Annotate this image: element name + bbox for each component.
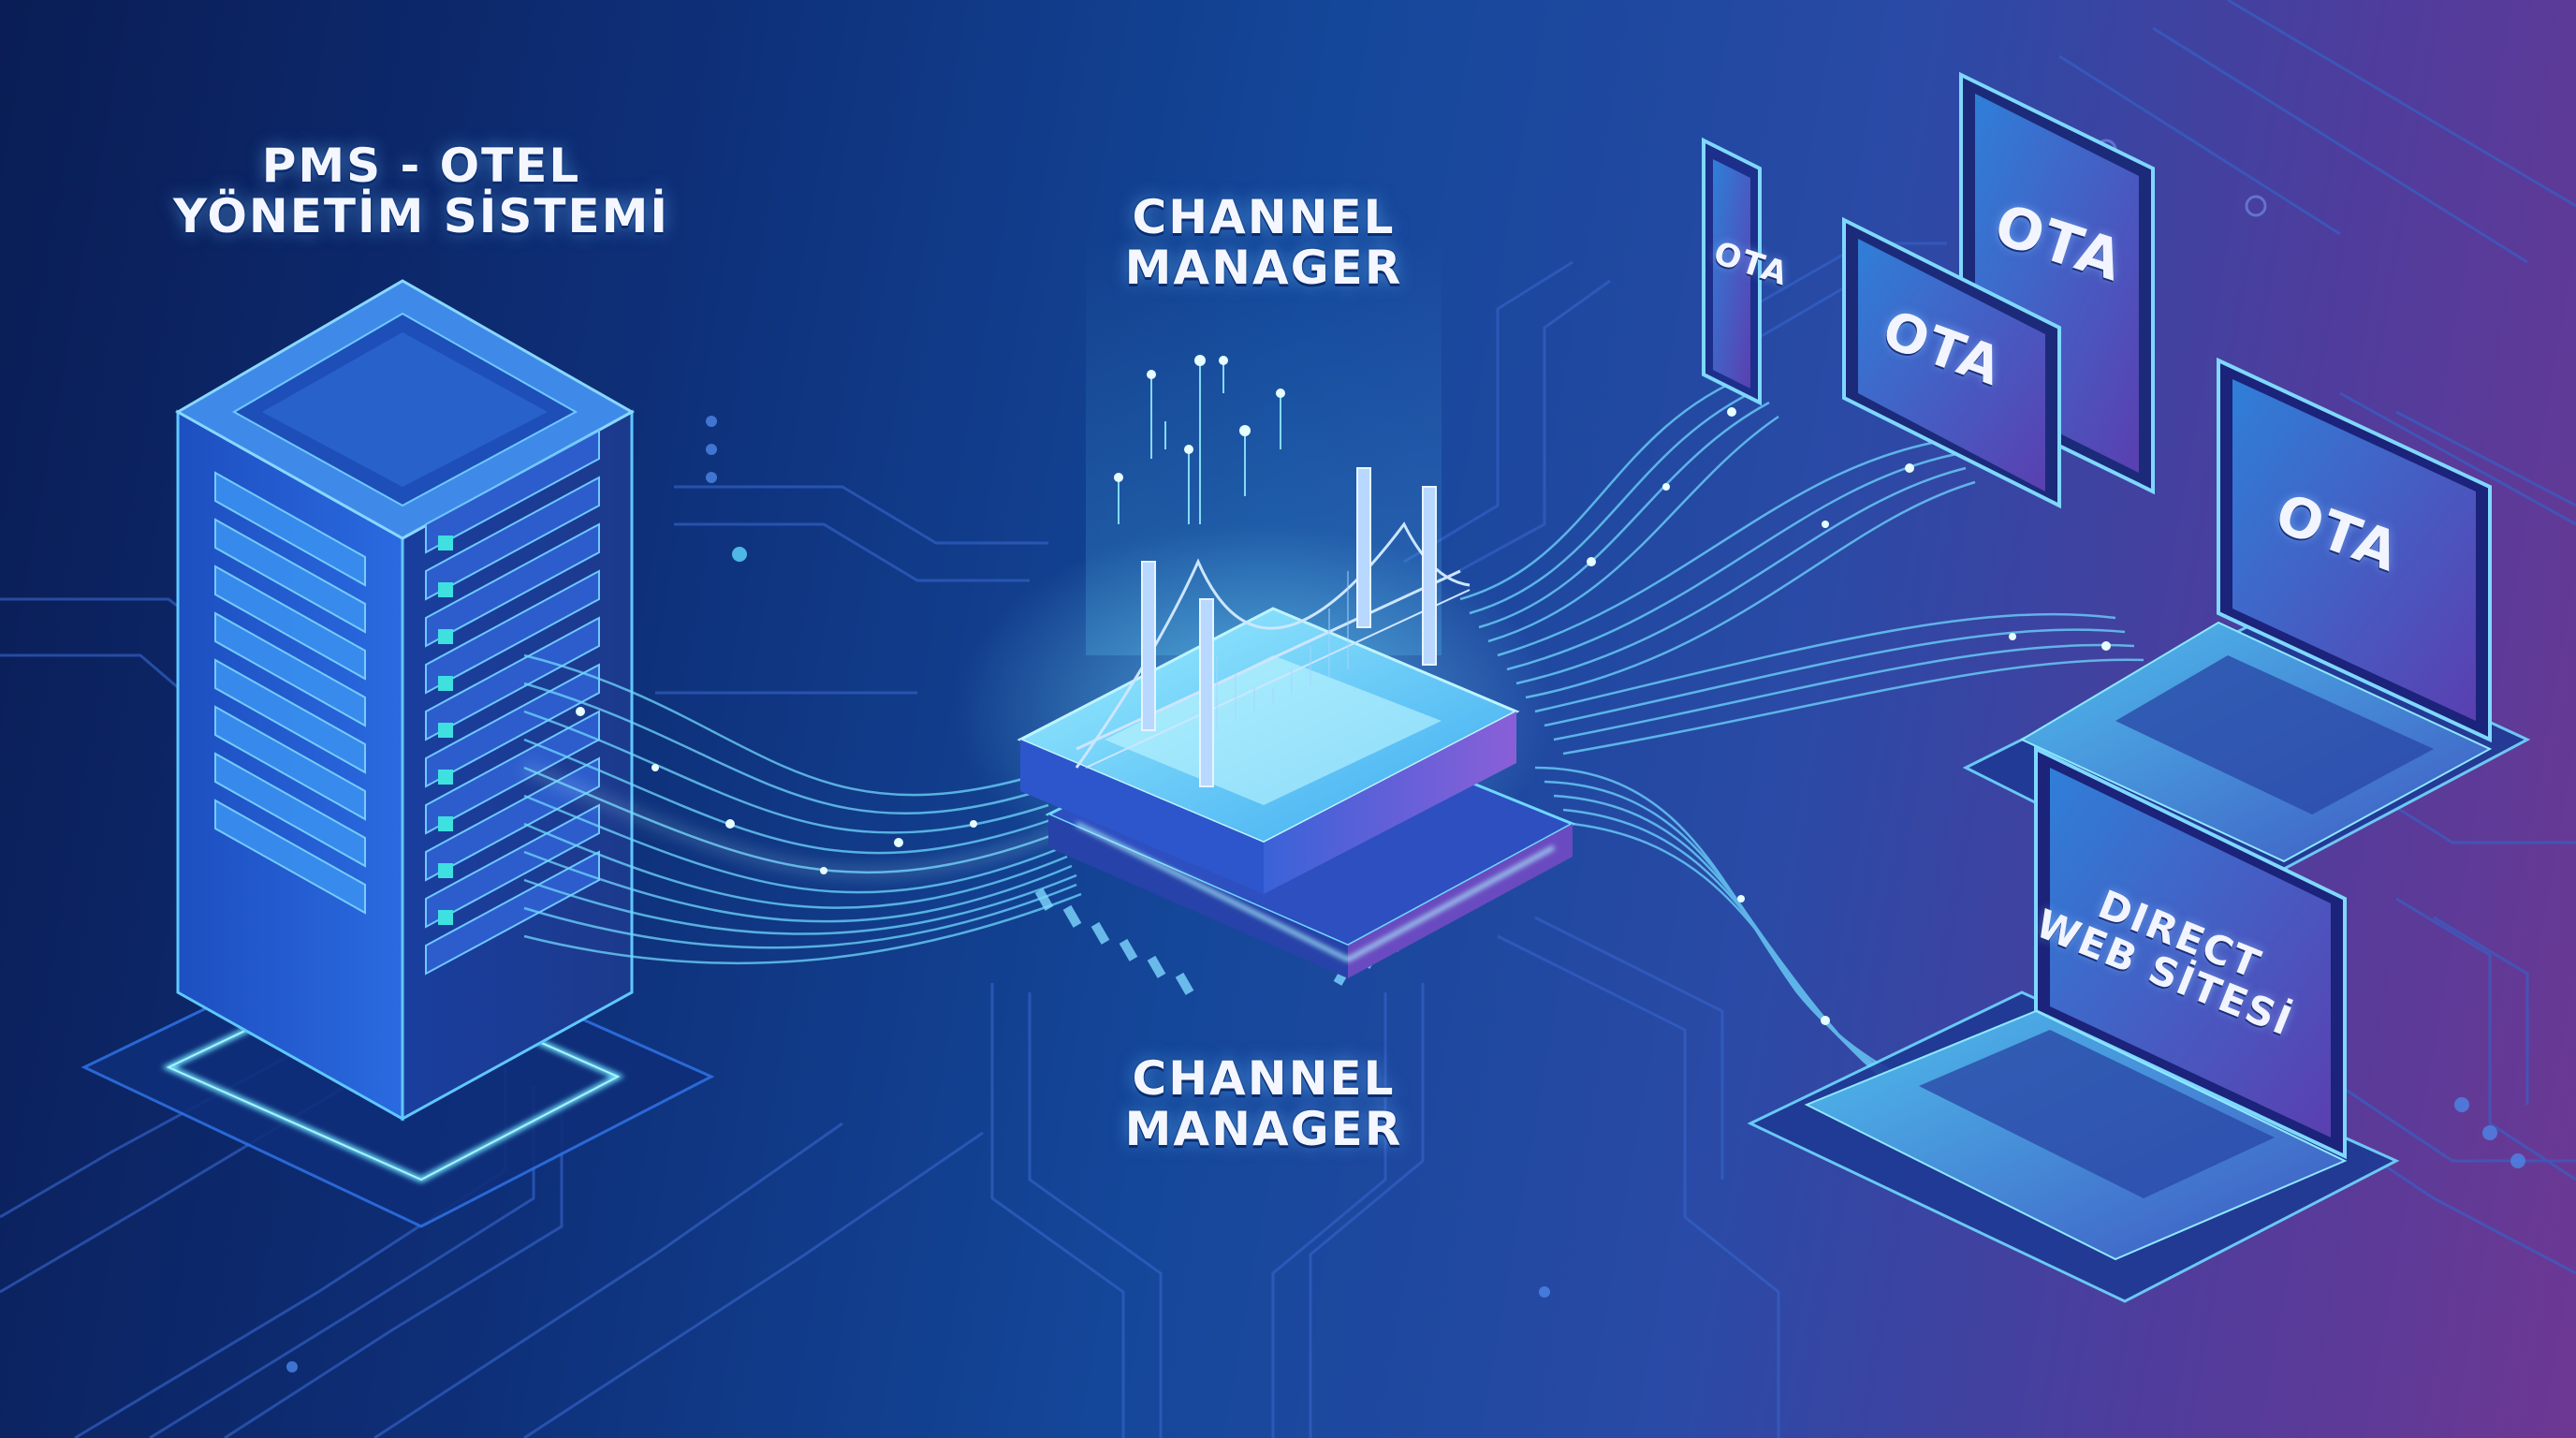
circuit-nodes [286, 139, 2525, 1372]
data-flow-pms-to-cm [523, 653, 1082, 965]
smartphone-icon [1702, 137, 1762, 406]
server-rack-icon [80, 279, 715, 1228]
tablet-icon [1842, 216, 2061, 509]
channel-manager-bottom-label: CHANNEL MANAGER [1086, 1053, 1442, 1154]
pms-label-line1: PMS - OTEL [261, 139, 581, 193]
channel-manager-top-line2: MANAGER [1124, 241, 1403, 295]
channel-manager-top-line1: CHANNEL [1132, 190, 1396, 244]
laptop-icon [1747, 745, 2400, 1303]
channel-manager-top-label: CHANNEL MANAGER [1086, 192, 1442, 293]
channel-manager-bottom-line2: MANAGER [1124, 1102, 1403, 1156]
bridge-chip-icon [955, 234, 1576, 995]
pms-label: PMS - OTEL YÖNETİM SİSTEMİ [131, 140, 711, 242]
channel-manager-bottom-line1: CHANNEL [1132, 1051, 1396, 1106]
pms-label-line2: YÖNETİM SİSTEMİ [172, 189, 670, 243]
